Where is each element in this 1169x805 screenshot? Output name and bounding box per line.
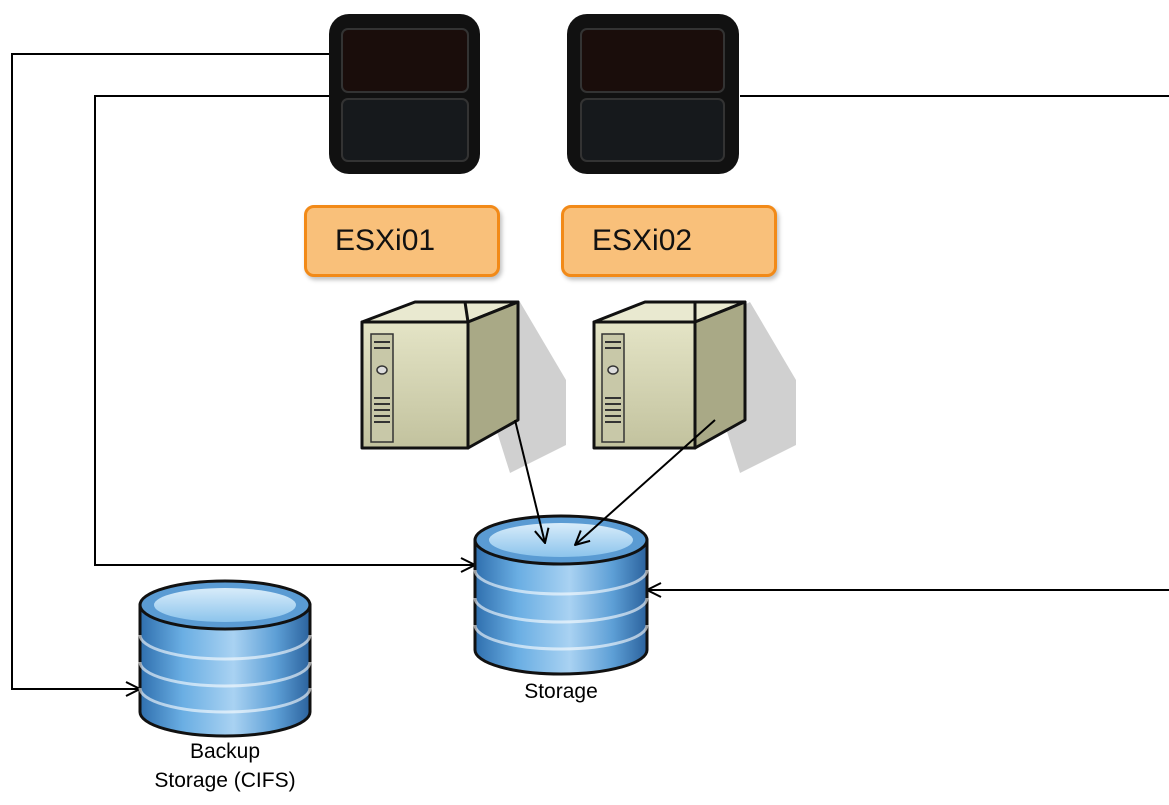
esxi02-label-text: ESXi02 xyxy=(592,224,693,257)
storage-database-icon xyxy=(473,514,649,676)
esxi01-label-text: ESXi01 xyxy=(335,224,436,257)
backup-connection-line xyxy=(11,53,330,689)
backup-storage-database-icon xyxy=(138,579,312,738)
backup-caption-line2: Storage (CIFS) xyxy=(154,769,296,792)
switch1-storage-connection-line xyxy=(94,95,475,565)
server-esxi01-icon xyxy=(360,300,566,473)
network-switch-2-icon xyxy=(567,14,739,174)
esxi01-label: ESXi01 xyxy=(304,205,500,277)
storage-caption: Storage xyxy=(524,680,598,703)
network-switch-1-icon xyxy=(329,14,480,174)
esxi01-storage-arrow xyxy=(514,419,545,543)
server-esxi02-icon xyxy=(592,300,796,473)
backup-storage-caption: Backup Storage (CIFS) xyxy=(120,737,330,795)
backup-caption-line1: Backup xyxy=(189,740,261,763)
esxi02-label: ESXi02 xyxy=(561,205,777,277)
esxi02-storage-arrow xyxy=(575,419,716,545)
